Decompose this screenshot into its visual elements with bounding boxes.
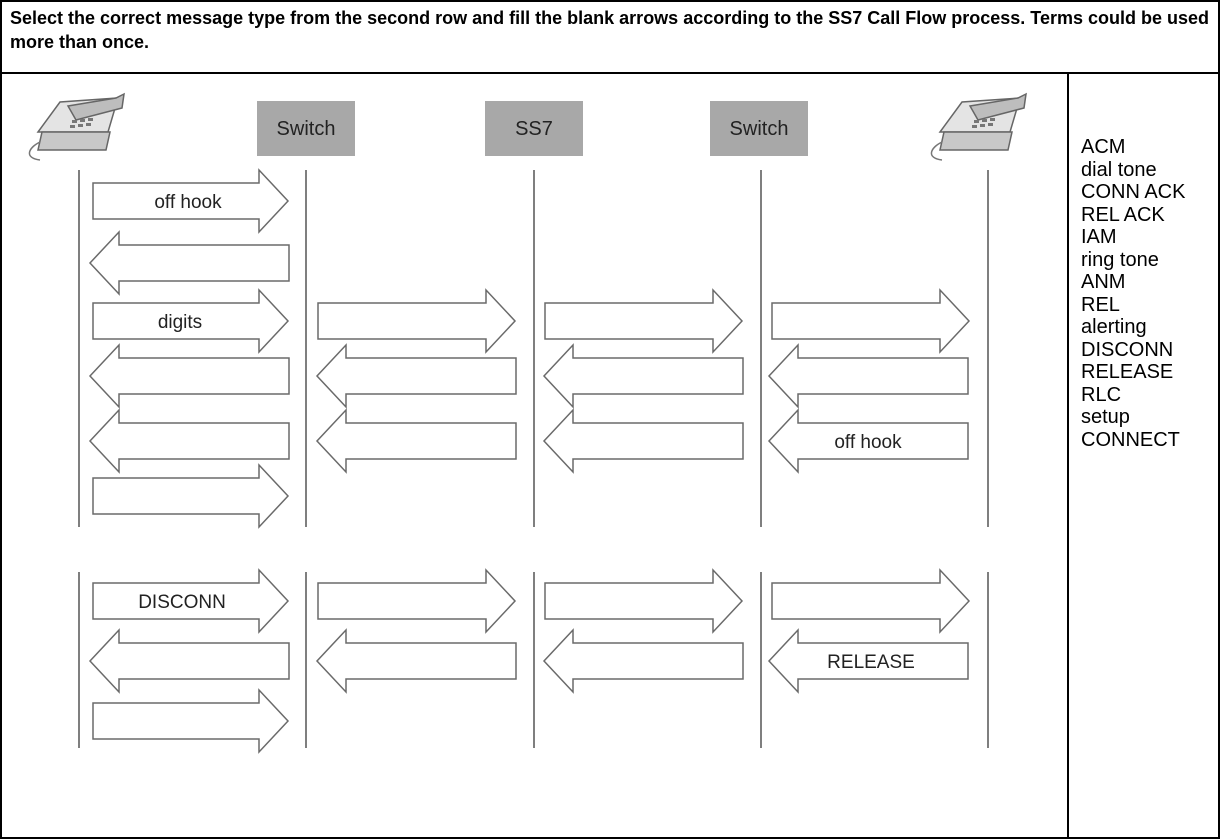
telephone-icon xyxy=(28,92,125,161)
telephone-icon xyxy=(930,92,1027,161)
arrow-right-blank xyxy=(317,288,517,354)
node-switch-right: Switch xyxy=(710,101,808,156)
term-item: CONN ACK xyxy=(1081,181,1186,203)
term-item: REL xyxy=(1081,293,1120,316)
arrow-right-labeled xyxy=(92,568,290,634)
arrow-left-blank xyxy=(88,628,290,694)
arrow-left-blank xyxy=(542,408,744,474)
arrow-left-blank xyxy=(88,343,290,409)
arrow-label-off-hook: off hook xyxy=(834,432,902,453)
arrow-right-blank xyxy=(544,288,744,354)
term-item: REL ACK xyxy=(1081,203,1165,226)
term-item: ANM xyxy=(1081,271,1126,293)
term-item: RELEASE xyxy=(1081,361,1174,383)
arrow-right-blank xyxy=(92,463,290,529)
arrow-left-blank xyxy=(88,408,290,474)
arrow-left-blank xyxy=(88,230,290,296)
term-item: ring tone xyxy=(1081,248,1159,271)
arrows xyxy=(88,168,971,754)
arrow-label-digits: digits xyxy=(158,312,202,333)
term-item: DISCONN xyxy=(1081,338,1174,361)
term-item: setup xyxy=(1081,406,1130,428)
term-item: alerting xyxy=(1081,316,1147,338)
term-item: CONNECT xyxy=(1081,428,1180,451)
arrow-right-blank xyxy=(317,568,517,634)
arrow-label-release: RELEASE xyxy=(827,652,915,673)
term-item: dial tone xyxy=(1081,158,1157,181)
arrow-left-blank xyxy=(542,628,744,694)
arrow-right-labeled xyxy=(92,168,290,234)
node-label: SS7 xyxy=(515,118,553,140)
node-ss7: SS7 xyxy=(485,101,583,156)
arrow-right-blank xyxy=(92,688,290,754)
arrow-right-blank xyxy=(771,288,971,354)
lifelines xyxy=(78,170,989,748)
term-item: ACM xyxy=(1081,136,1126,158)
arrow-left-blank xyxy=(542,343,744,409)
arrow-label-disconn: DISCONN xyxy=(138,592,226,613)
arrow-right-blank xyxy=(771,568,971,634)
arrow-right-labeled xyxy=(92,288,290,354)
term-item: IAM xyxy=(1081,226,1117,248)
term-item: RLC xyxy=(1081,383,1122,406)
arrow-left-blank xyxy=(767,343,969,409)
question-text: Select the correct message type from the… xyxy=(10,8,1209,52)
arrow-left-blank xyxy=(315,343,517,409)
node-switch-left: Switch xyxy=(257,101,355,156)
node-label: Switch xyxy=(730,118,789,140)
arrow-left-labeled xyxy=(767,628,969,694)
arrow-left-labeled xyxy=(767,408,969,474)
arrow-left-blank xyxy=(315,628,517,694)
arrow-label-off-hook: off hook xyxy=(154,192,222,213)
arrow-right-blank xyxy=(544,568,744,634)
node-label: Switch xyxy=(277,118,336,140)
arrow-left-blank xyxy=(315,408,517,474)
